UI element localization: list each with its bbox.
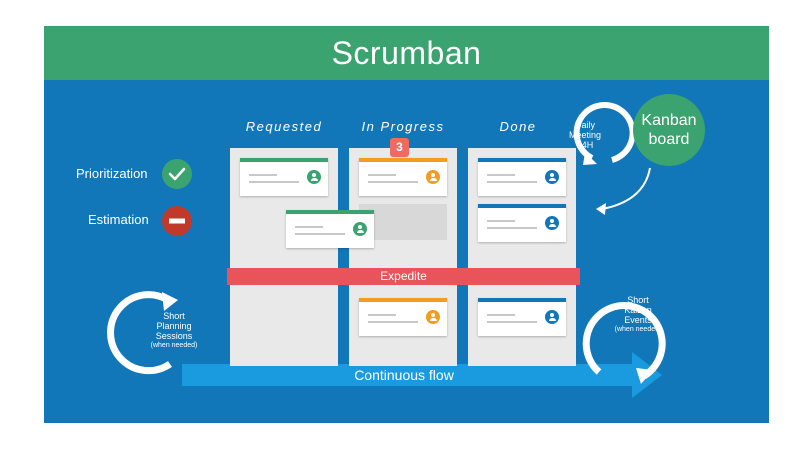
daily-meeting-line2: Meeting	[568, 130, 602, 140]
wip-limit-badge: 3	[390, 138, 409, 157]
column-title-in-progress: In Progress	[361, 119, 445, 134]
daily-meeting-ring-arrow	[573, 102, 636, 163]
prioritization-label: Prioritization	[76, 166, 148, 181]
page-title: Scrumban	[331, 34, 482, 71]
check-icon	[162, 159, 192, 189]
kaizen-line2: Kaizen	[624, 305, 652, 315]
column-title-requested: Requested	[245, 119, 323, 134]
avatar-icon	[545, 216, 559, 230]
planning-line1: Short	[163, 311, 185, 321]
column-requested	[230, 148, 338, 366]
avatar-icon	[307, 170, 321, 184]
kanban-board-badge: Kanban board	[633, 94, 705, 166]
column-title-done: Done	[499, 119, 537, 134]
planning-note: (when needed)	[150, 342, 198, 349]
planning-line3: Sessions	[155, 331, 193, 341]
daily-meeting-label: Daily Meeting 24H	[562, 120, 608, 150]
kanban-board-line2: board	[648, 131, 690, 148]
no-entry-icon	[162, 206, 192, 236]
planning-line2: Planning	[156, 321, 192, 331]
avatar-icon	[545, 310, 559, 324]
expedite-lane: Expedite	[227, 268, 580, 285]
continuous-flow-arrow	[182, 352, 662, 398]
kaizen-note: (when needed)	[614, 326, 662, 333]
avatar-icon	[426, 170, 440, 184]
task-card	[359, 298, 447, 336]
kanban-pointer-arrow	[601, 167, 651, 210]
task-card	[359, 158, 447, 196]
scrumban-diagram: Scrumban Requested In Progress Done	[44, 26, 769, 423]
daily-meeting-line1: Daily	[574, 120, 595, 130]
kaizen-ring-arrow	[582, 302, 666, 379]
avatar-icon	[426, 310, 440, 324]
continuous-flow-label: Continuous flow	[354, 367, 454, 383]
avatar-icon	[545, 170, 559, 184]
column-done	[468, 148, 576, 366]
task-card	[478, 298, 566, 336]
planning-sessions-label: Short Planning Sessions (when needed)	[142, 311, 206, 351]
task-card	[240, 158, 328, 196]
estimation-label: Estimation	[88, 212, 149, 227]
kaizen-line3: Events	[624, 315, 652, 325]
kaizen-line1: Short	[627, 295, 649, 305]
kanban-board-line1: Kanban	[641, 112, 697, 129]
planning-ring-arrow	[107, 291, 172, 375]
kaizen-events-label: Short Kaizen Events (when needed)	[606, 295, 670, 335]
task-card	[478, 204, 566, 242]
avatar-icon	[353, 222, 367, 236]
moving-task-card	[286, 210, 374, 248]
header-bar: Scrumban	[44, 26, 769, 80]
daily-meeting-line3: 24H	[576, 140, 594, 150]
flow-graphics	[107, 102, 666, 398]
column-in-progress	[349, 148, 457, 366]
task-card	[478, 158, 566, 196]
